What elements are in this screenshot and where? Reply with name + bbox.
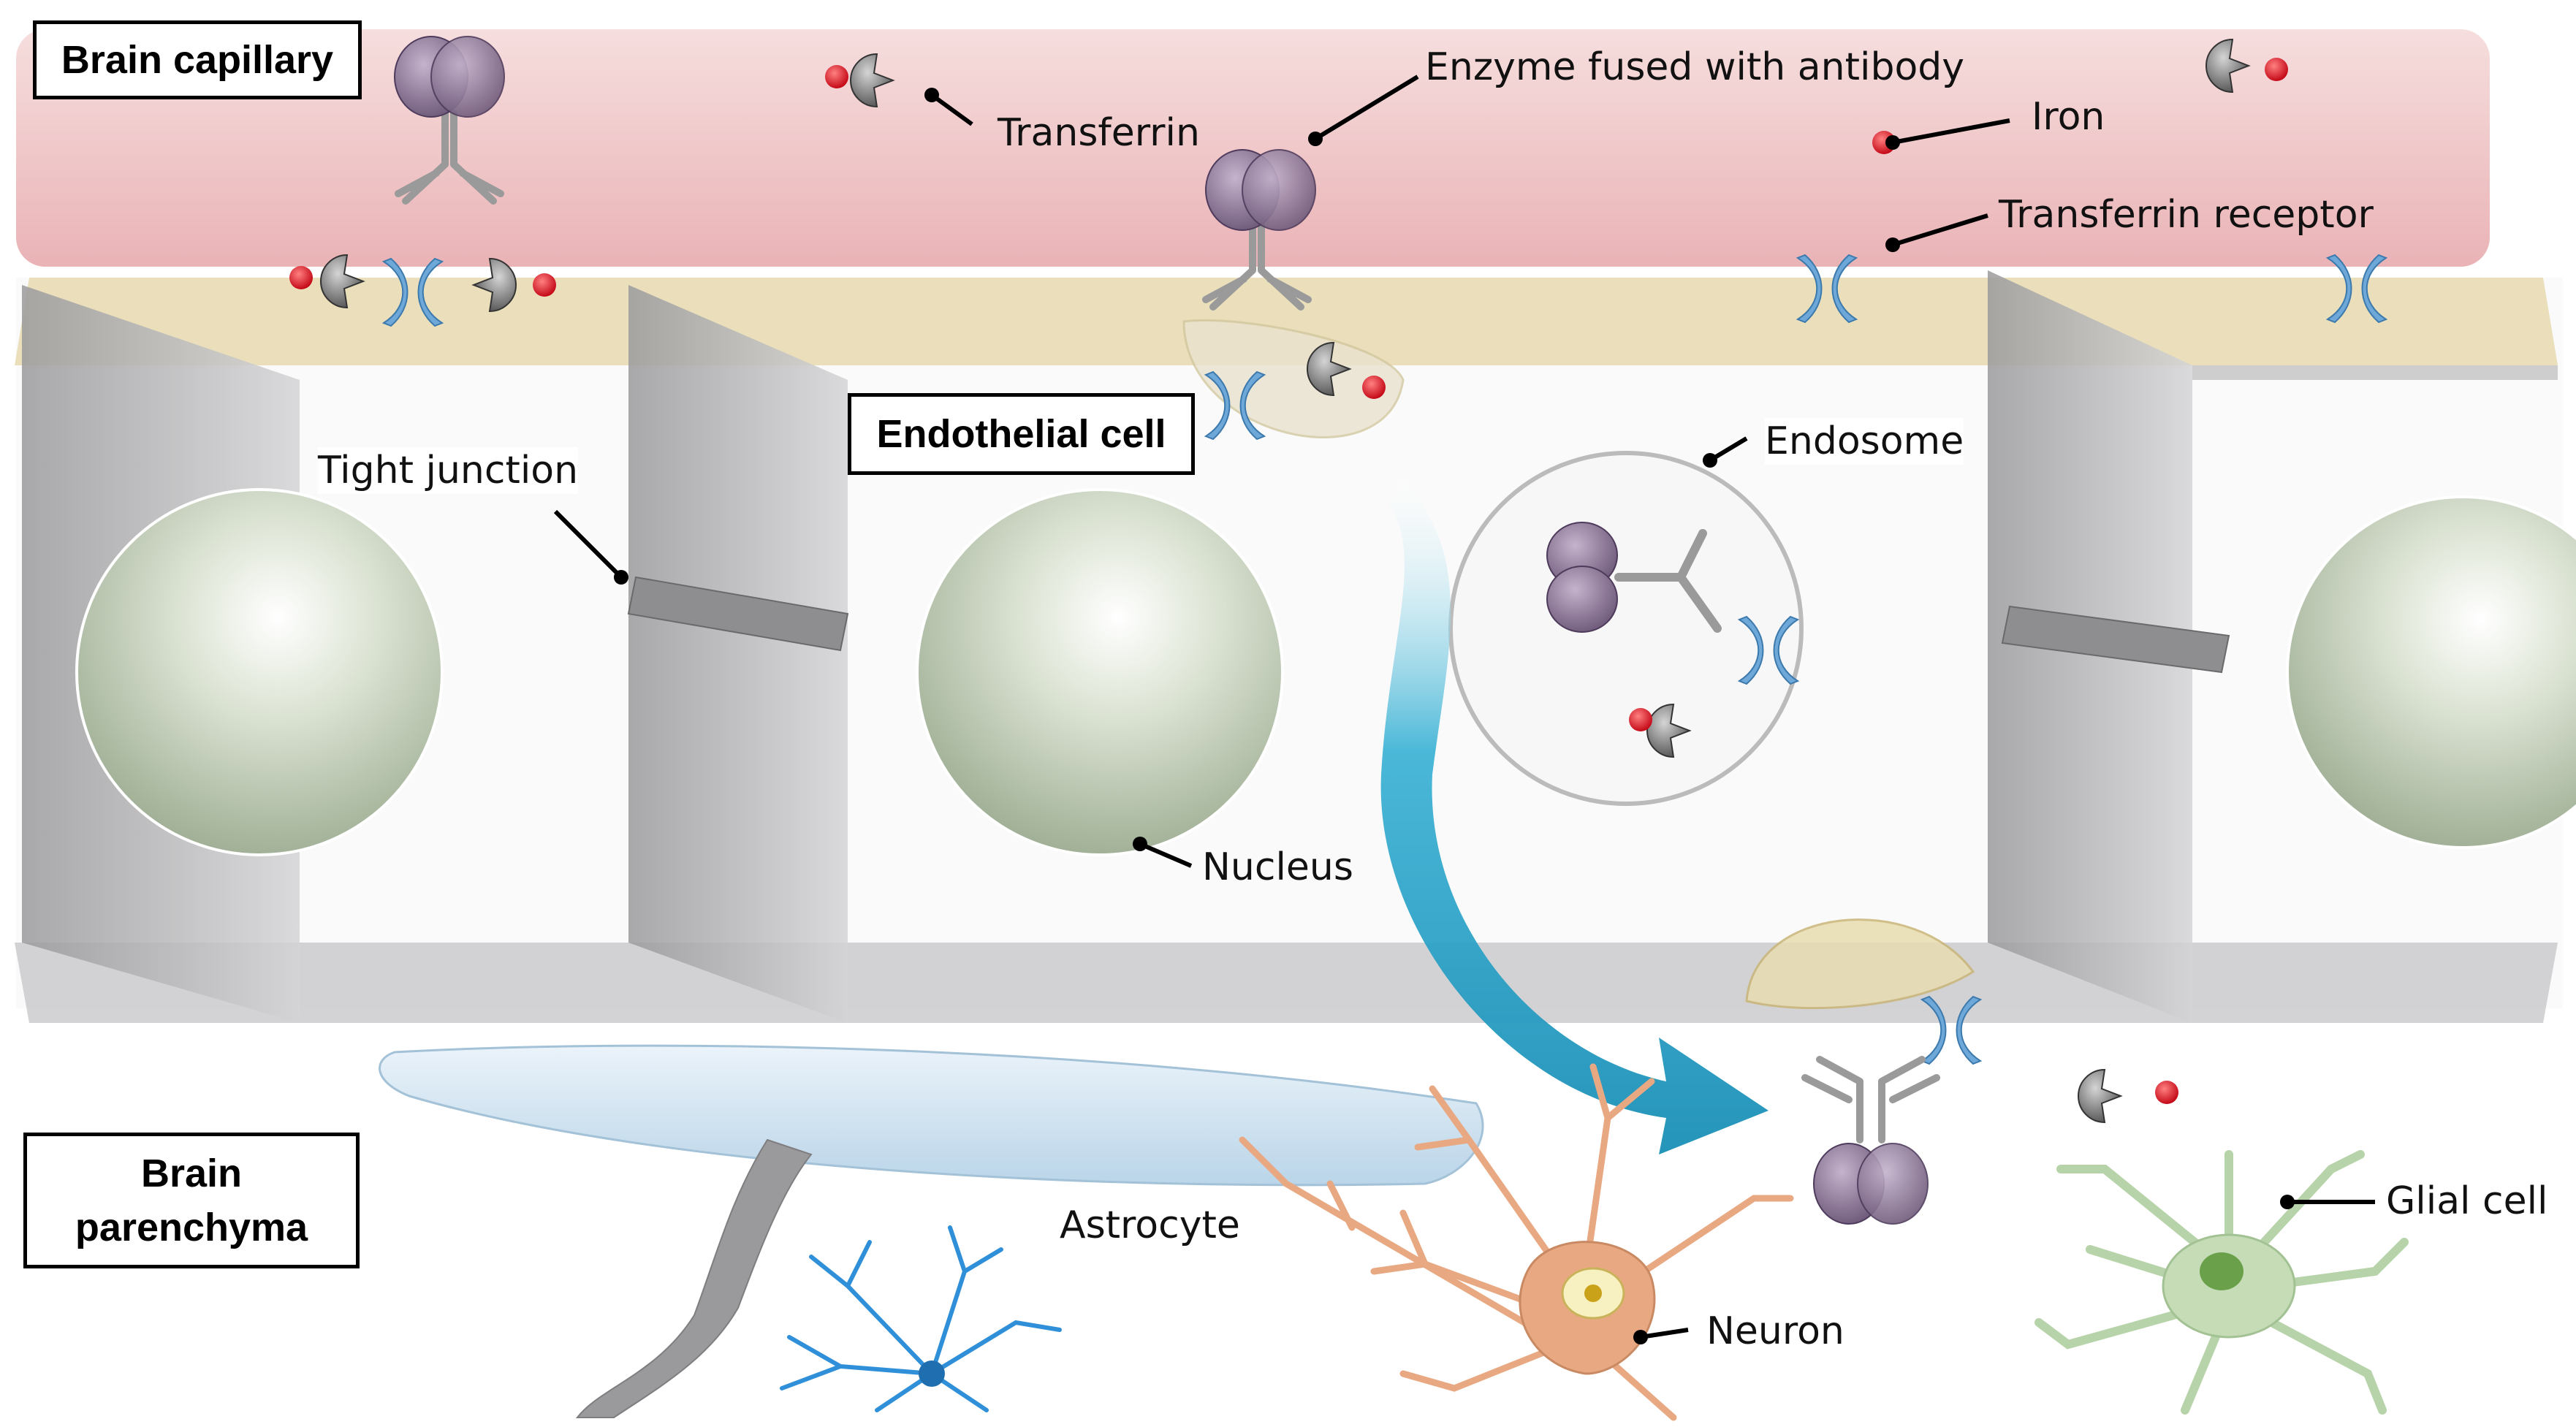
enzyme <box>1546 566 1618 633</box>
tight-junction-label: Tight junction <box>318 447 579 494</box>
enzyme-label: Enzyme fused with antibody <box>1425 45 1965 89</box>
astrocyte-cell <box>780 1225 1062 1412</box>
iron <box>1362 376 1386 399</box>
transferrin-label: Transferrin <box>998 111 1200 155</box>
vesicle-abluminal <box>1745 918 1975 1010</box>
nucleus-left <box>75 488 444 856</box>
transferrin-receptor-label: Transferrin receptor <box>1999 193 2374 237</box>
transcytosis-arrow <box>1380 482 1768 1154</box>
astrocyte-process <box>575 1138 813 1418</box>
iron <box>2155 1081 2178 1104</box>
iron <box>2265 58 2288 81</box>
neuron-nucleolus <box>1584 1285 1602 1302</box>
tight-junction-block <box>2001 605 2230 674</box>
astrocyte-soma <box>919 1361 945 1387</box>
enzyme <box>1857 1143 1929 1225</box>
nucleus-label: Nucleus <box>1202 845 1353 889</box>
transferrin <box>2078 1069 2121 1123</box>
neuron-dendrites <box>1239 1063 1794 1421</box>
antibody <box>1614 529 1722 633</box>
vesicle-luminal <box>1182 319 1405 438</box>
antibody <box>1801 1056 1940 1143</box>
iron <box>825 65 848 88</box>
leader-lines <box>553 75 2375 1339</box>
enzyme <box>1242 149 1316 231</box>
tight-junction-block <box>627 576 849 652</box>
astrocyte-endfoot <box>379 1044 1484 1187</box>
cell-wall <box>628 285 848 1023</box>
iron-label: Iron <box>2032 95 2105 139</box>
endosome <box>1448 451 1804 806</box>
cell-wall-edge <box>2192 365 2558 380</box>
endothelial-cell-label: Endothelial cell <box>848 393 1195 475</box>
iron <box>1629 708 1652 731</box>
glial-nucleus <box>2200 1252 2243 1290</box>
iron <box>289 266 313 289</box>
nucleus-center <box>916 488 1284 856</box>
brain-parenchyma-label: Brain parenchyma <box>23 1133 360 1268</box>
leader-dots <box>614 88 2295 1344</box>
endosome-label: Endosome <box>1765 418 1964 465</box>
brain-capillary-label: Brain capillary <box>33 20 362 99</box>
nucleus-right <box>2286 495 2576 849</box>
capillary-lumen <box>16 29 2490 267</box>
neuron-label: Neuron <box>1706 1309 1844 1353</box>
enzyme <box>430 36 505 118</box>
glial-cell-label: Glial cell <box>2386 1179 2548 1223</box>
astrocyte-label: Astrocyte <box>1060 1203 1240 1247</box>
iron <box>533 273 556 297</box>
